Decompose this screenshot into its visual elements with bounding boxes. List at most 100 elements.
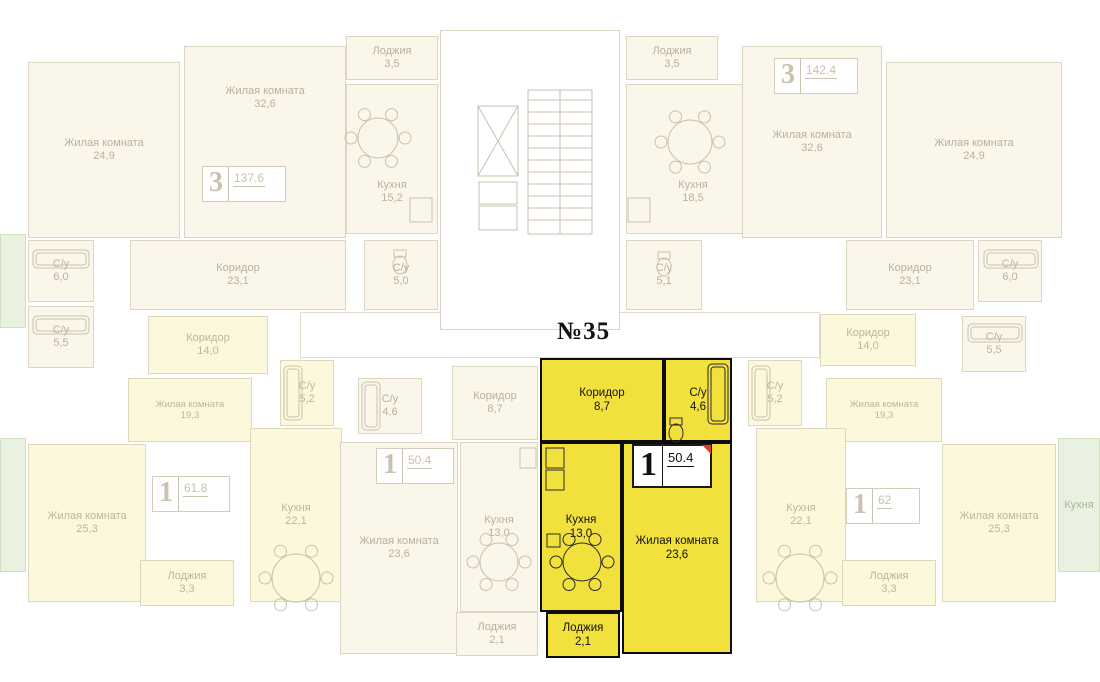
room-area: 6,0 (53, 271, 69, 283)
room-area: 3,3 (881, 583, 897, 595)
marker-rooms-count: 1 (634, 446, 663, 486)
room-name: Коридор (888, 262, 932, 274)
room-area: 19,3 (874, 410, 894, 421)
room-area: 19,3 (180, 410, 200, 421)
marker-area: 142.4 (805, 63, 838, 79)
apt35-kitchen[interactable]: Кухня 13,0 (540, 442, 622, 612)
room-area: 25,3 (76, 523, 98, 535)
marker-area: 62 (877, 493, 893, 509)
room-name: Коридор (186, 332, 230, 344)
room-name: С/у (655, 262, 673, 274)
room-area: 2,1 (575, 636, 591, 648)
room-area: 13,0 (569, 528, 593, 540)
room-area: 5,2 (299, 393, 315, 405)
room-name: Жилая комната (959, 510, 1039, 522)
room-name: Кухня (1064, 498, 1094, 511)
marker-area: 61.8 (183, 481, 209, 497)
room-name: Лоджия (652, 45, 692, 57)
room-name: Жилая комната (64, 137, 144, 149)
room-name: Коридор (473, 390, 517, 402)
room-area: 5,5 (986, 344, 1002, 356)
room-area: 14,0 (857, 340, 879, 352)
room-area: 5,5 (53, 337, 69, 349)
room-name: Кухня (281, 502, 311, 514)
room-name: Кухня (484, 514, 514, 526)
room-area: 23,6 (388, 548, 410, 560)
marker-rooms-count: 3 (775, 59, 801, 93)
room-name: Жилая комната (849, 399, 919, 410)
room-area: 14,0 (197, 345, 219, 357)
room-name: Жилая комната (47, 510, 127, 522)
room-name: Жилая комната (359, 535, 439, 547)
room-area: 2,1 (489, 634, 505, 646)
edge-left-bottom (0, 438, 26, 572)
edge-right-kitchen: Кухня (1058, 438, 1100, 572)
room-area: 4,6 (690, 401, 706, 413)
room-name: Лоджия (477, 621, 517, 633)
room-name: Кухня (565, 514, 597, 526)
room-name: С/у (985, 331, 1003, 343)
room-name: С/у (298, 380, 316, 392)
room-name: Лоджия (562, 622, 604, 634)
marker-area: 137.6 (233, 171, 266, 187)
room-area: 5,2 (767, 393, 783, 405)
room-area: 6,0 (1002, 271, 1018, 283)
marker-area: 50.4 (667, 450, 695, 467)
room-area: 23,1 (899, 275, 921, 287)
room-name: Коридор (846, 327, 890, 339)
room-name: С/у (52, 258, 70, 270)
marker-rooms-count: 1 (153, 477, 179, 511)
marker-rooms-count: 1 (847, 489, 873, 523)
room-area: 8,7 (487, 403, 503, 415)
room-area: 5,1 (656, 275, 672, 287)
marker-area: 50.4 (407, 453, 433, 469)
room-name: Лоджия (869, 570, 909, 582)
room-area: 15,2 (381, 192, 403, 204)
room-name: Коридор (579, 387, 625, 399)
room-name: С/у (381, 393, 399, 405)
room-name: Жилая комната (155, 399, 225, 410)
room-name: Жилая комната (934, 137, 1014, 149)
apt35-loggia[interactable]: Лоджия 2,1 (546, 612, 620, 658)
room-area: 5,0 (393, 275, 409, 287)
room-area: 23,6 (665, 549, 689, 561)
apt35-wc[interactable]: С/у 4,6 (664, 358, 732, 442)
room-name: С/у (689, 387, 707, 399)
